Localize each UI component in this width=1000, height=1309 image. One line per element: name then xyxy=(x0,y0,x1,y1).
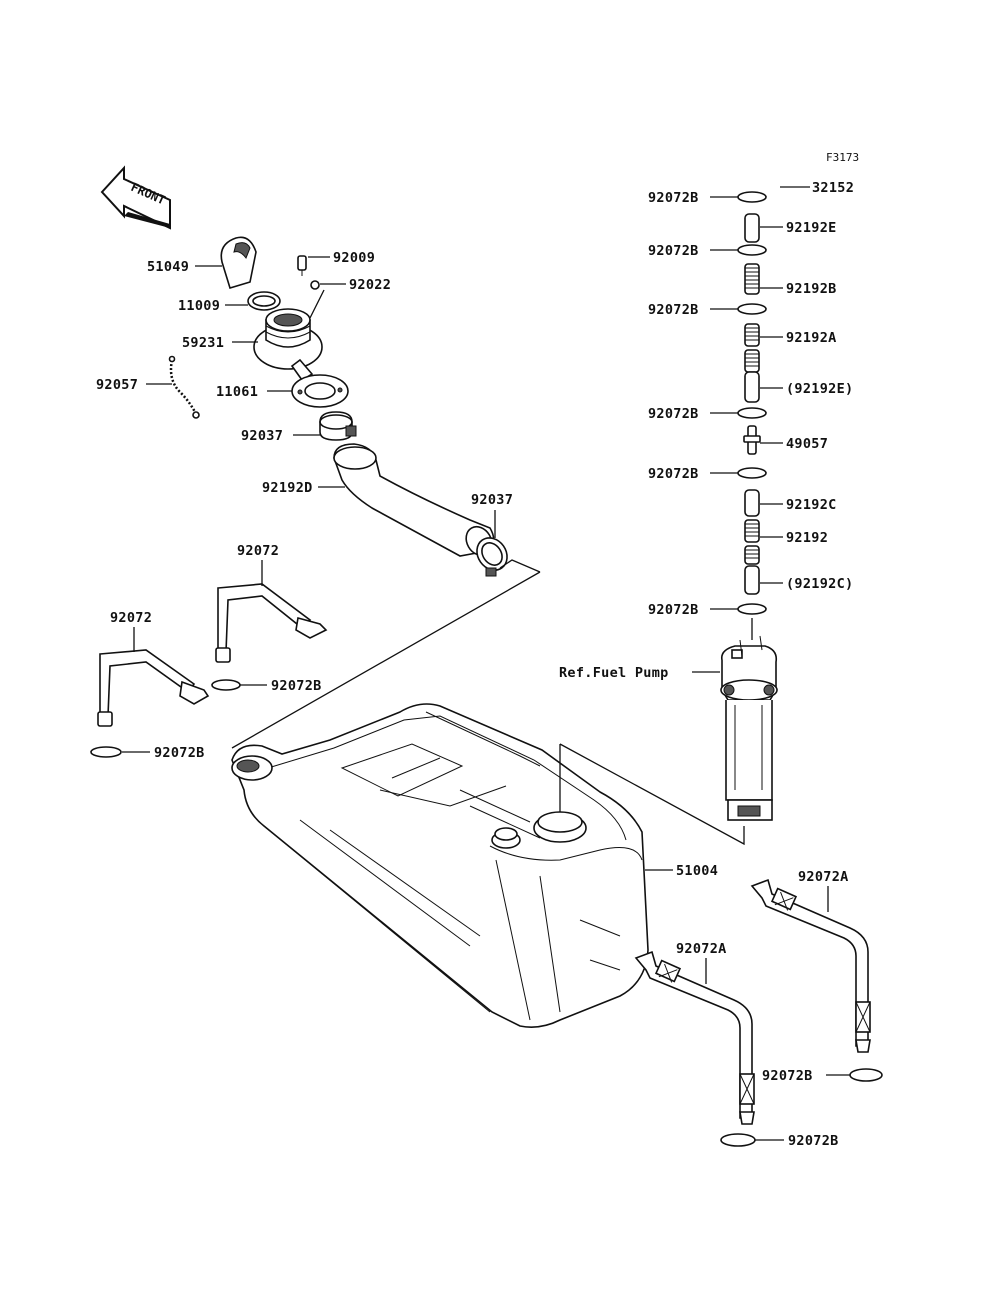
part-92072b-clip xyxy=(90,746,122,758)
label-92057: 92057 xyxy=(96,377,138,393)
part-92072b-clip xyxy=(737,603,767,615)
part-49057-joint xyxy=(743,425,761,455)
part-92072b-clip xyxy=(737,467,767,479)
label-92192: 92192 xyxy=(786,530,828,546)
label-92072b-9: 92072B xyxy=(762,1068,813,1084)
label-92072-1: 92072 xyxy=(237,543,279,559)
part-92072-band xyxy=(215,583,328,663)
label-92072a-2: 92072A xyxy=(676,941,727,957)
part-92072b-clip xyxy=(737,407,767,419)
label-49057: 49057 xyxy=(786,436,828,452)
part-92057-tether-strap xyxy=(168,355,200,419)
label-92072b-5: 92072B xyxy=(648,466,699,482)
part-92192c-hose-ref xyxy=(744,565,760,595)
part-92072b-clip xyxy=(737,244,767,256)
label-92009: 92009 xyxy=(333,250,375,266)
part-92192c-hose xyxy=(744,489,760,517)
label-92192c-ref: (92192C) xyxy=(786,576,853,592)
label-92072b-2: 92072B xyxy=(648,243,699,259)
part-92037-clamp xyxy=(476,537,508,577)
part-92072b-clip xyxy=(737,191,767,203)
label-92037-2: 92037 xyxy=(471,492,513,508)
label-92192e-ref: (92192E) xyxy=(786,381,853,397)
label-92072b-8: 92072B xyxy=(154,745,205,761)
part-92192a-spring-hose xyxy=(744,323,760,373)
part-11061-gasket xyxy=(291,374,349,408)
part-92072-band xyxy=(97,649,210,727)
label-92022: 92022 xyxy=(349,277,391,293)
part-92072b-clip xyxy=(737,303,767,315)
label-92192e: 92192E xyxy=(786,220,837,236)
part-59231-filler-neck xyxy=(253,308,323,382)
label-32152: 32152 xyxy=(812,180,854,196)
label-92072b-10: 92072B xyxy=(788,1133,839,1149)
label-11061: 11061 xyxy=(216,384,258,400)
label-92072b-3: 92072B xyxy=(648,302,699,318)
part-51004-fuel-tank xyxy=(231,703,649,1028)
fuel-pump xyxy=(720,618,778,821)
part-92192d-filler-hose xyxy=(333,443,495,557)
part-92072b-clip xyxy=(849,1068,883,1082)
label-92072b-6: 92072B xyxy=(648,602,699,618)
label-92192c: 92192C xyxy=(786,497,837,513)
part-92192b-spring-hose xyxy=(744,263,760,295)
part-92072b-clip xyxy=(211,679,241,691)
label-51049: 51049 xyxy=(147,259,189,275)
label-92072-2: 92072 xyxy=(110,610,152,626)
label-92192d: 92192D xyxy=(262,480,313,496)
part-92192e-hose-ref xyxy=(744,371,760,403)
part-92192e-hose xyxy=(744,213,760,243)
label-92037-1: 92037 xyxy=(241,428,283,444)
label-92072b-4: 92072B xyxy=(648,406,699,422)
part-11009-o-ring xyxy=(247,291,281,311)
label-92192b: 92192B xyxy=(786,281,837,297)
front-arrow-icon: FRONT xyxy=(100,165,171,230)
part-92022-washer xyxy=(310,280,320,290)
label-92072a-1: 92072A xyxy=(798,869,849,885)
part-92009-screw xyxy=(297,255,307,276)
part-92072a-band xyxy=(750,878,871,1053)
label-11009: 11009 xyxy=(178,298,220,314)
label-51004: 51004 xyxy=(676,863,718,879)
label-92192a: 92192A xyxy=(786,330,837,346)
part-92072b-clip xyxy=(720,1133,756,1147)
diagram-code: F3173 xyxy=(826,151,859,164)
label-59231: 59231 xyxy=(182,335,224,351)
part-92037-clamp xyxy=(319,411,357,441)
label-ref-fuel-pump: Ref.Fuel Pump xyxy=(559,665,669,681)
part-32152-hose xyxy=(743,153,778,218)
label-92072b-1: 92072B xyxy=(648,190,699,206)
part-92192-spring-hose xyxy=(744,519,760,565)
label-92072b-7: 92072B xyxy=(271,678,322,694)
part-51049-cap xyxy=(220,236,257,289)
part-92072a-band xyxy=(634,950,755,1125)
